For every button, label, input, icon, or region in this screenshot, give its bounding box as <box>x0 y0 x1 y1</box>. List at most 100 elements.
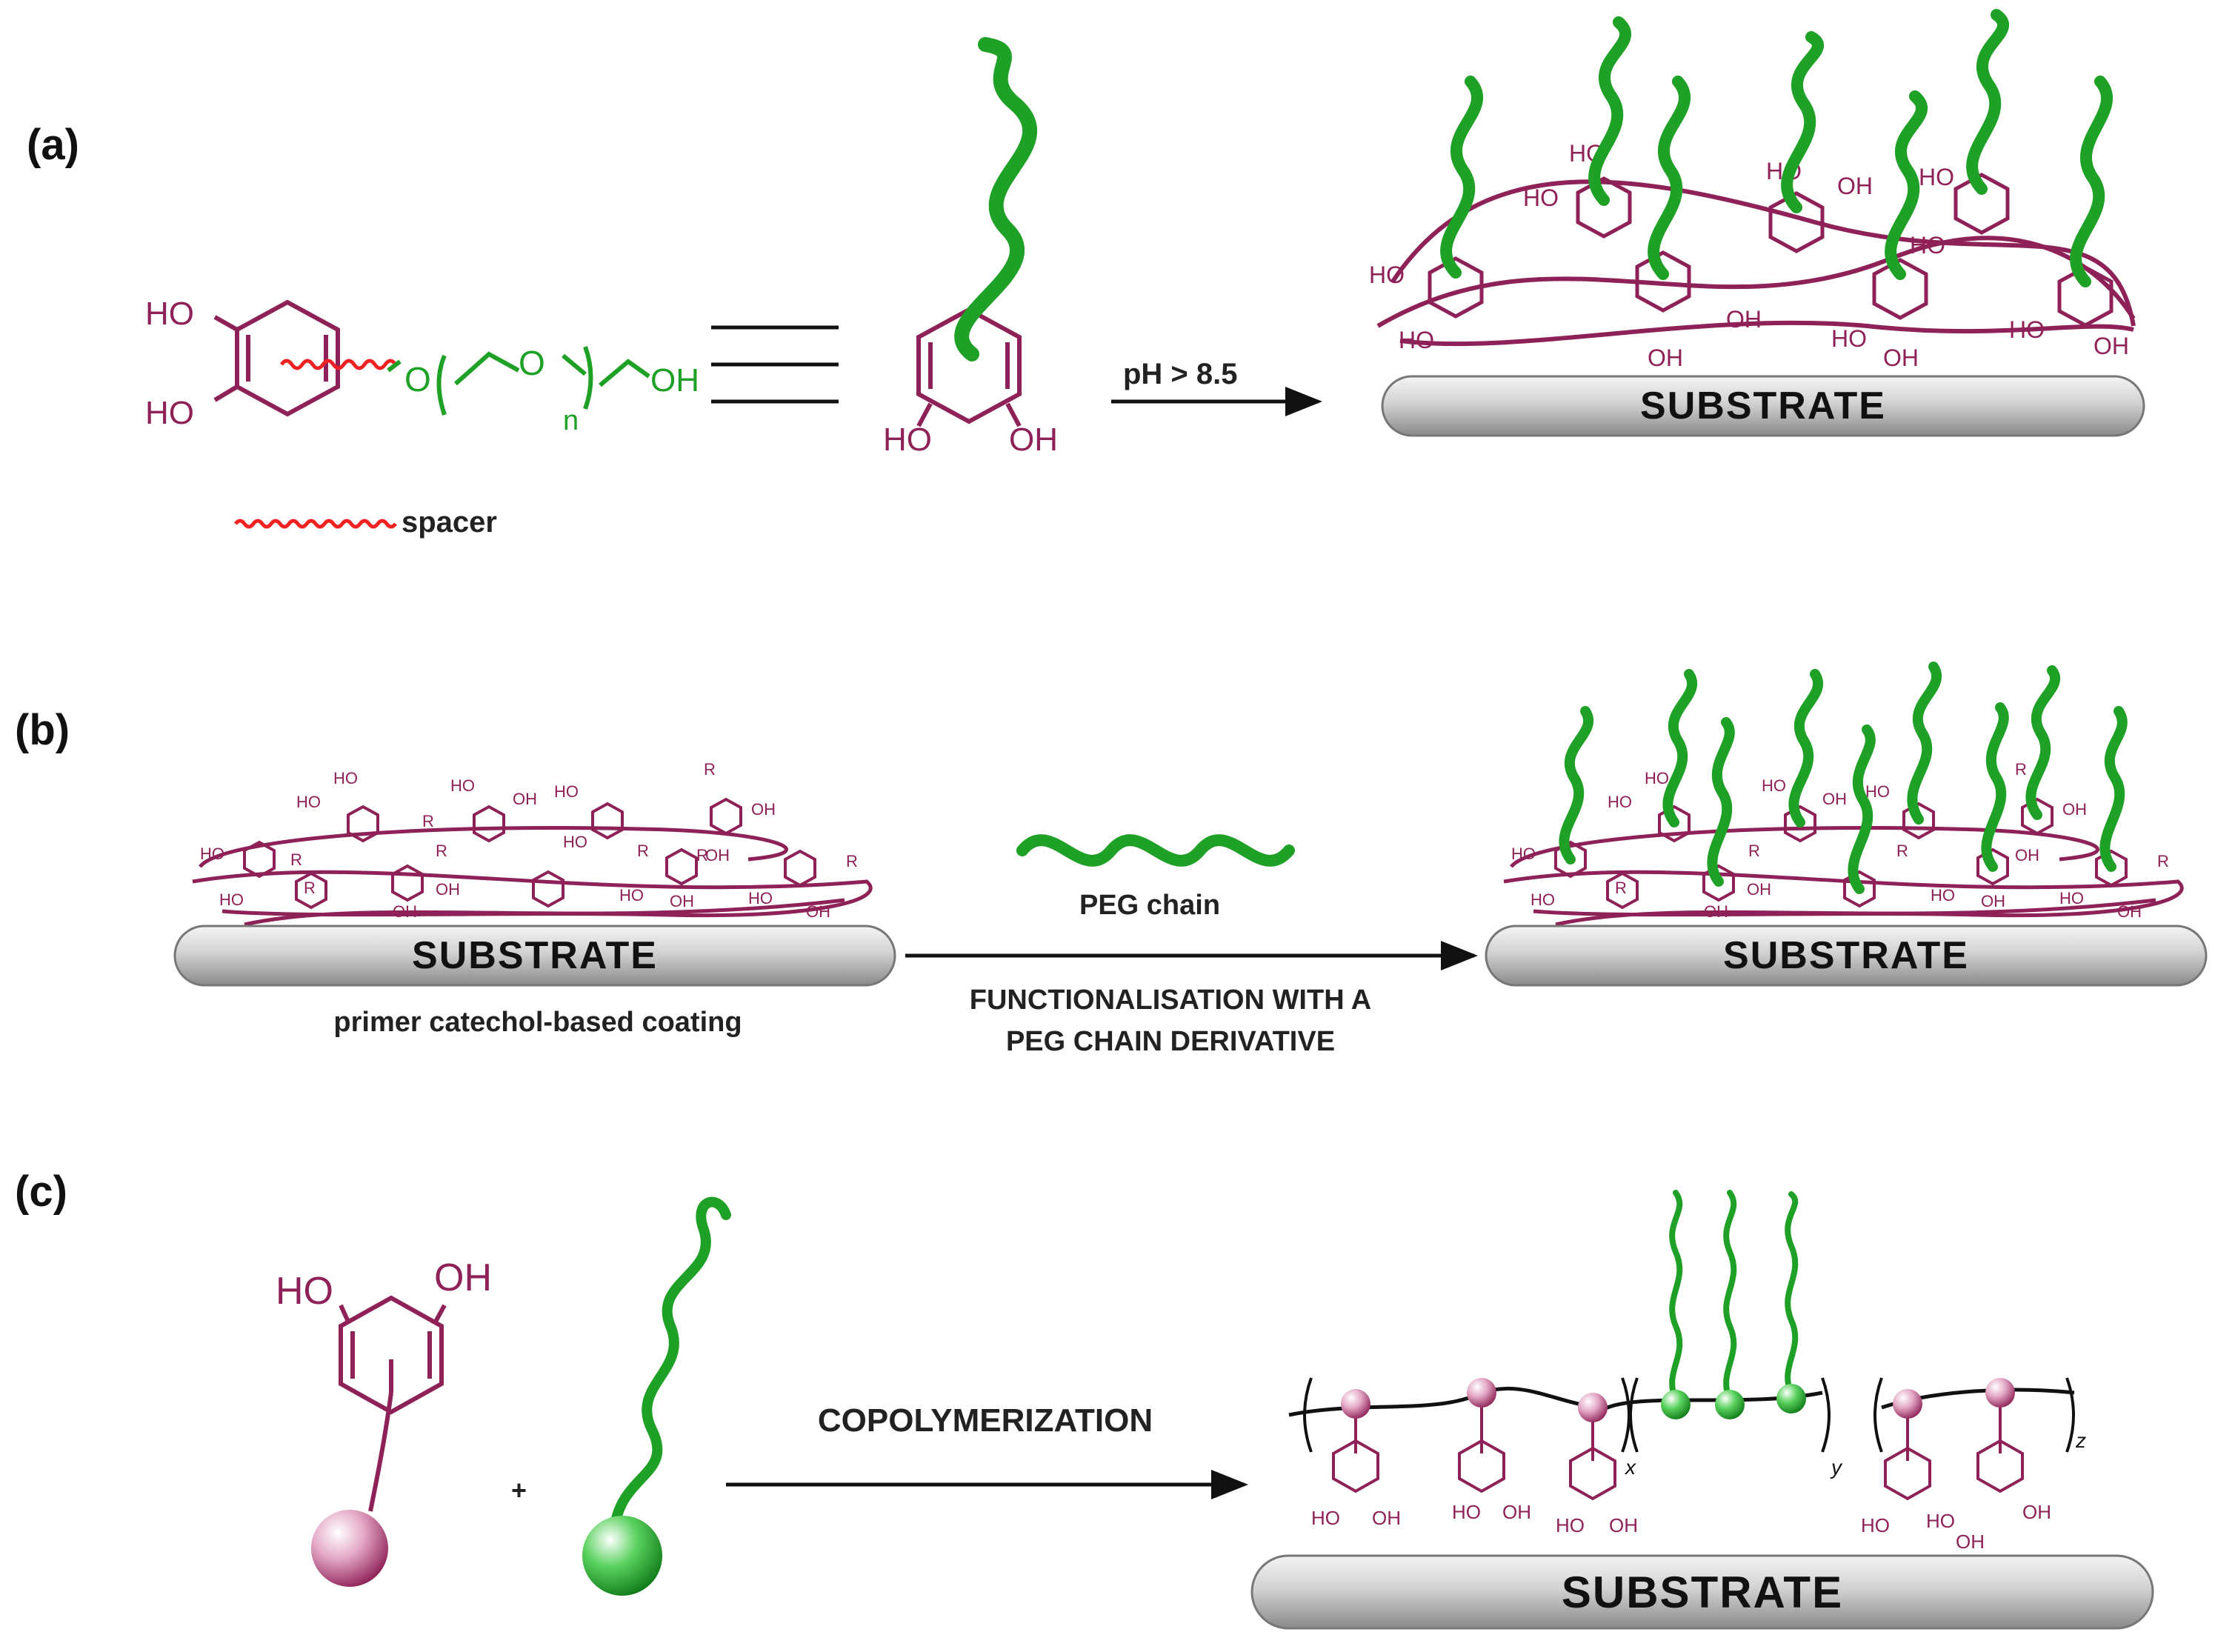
ho-label: HO <box>619 886 644 905</box>
substrate-label: SUBSTRATE <box>1640 384 1886 427</box>
functionalised-coating: HO HO HO OH HO R OH HO HO R R OH R R OH … <box>1485 662 2208 987</box>
polymer-strand <box>244 898 845 927</box>
bracket <box>1621 1377 1631 1453</box>
r-label: R <box>290 850 302 869</box>
ho-label: HO <box>1910 232 1945 259</box>
green-unit <box>1715 1390 1745 1419</box>
ho-label: HO <box>1369 262 1405 288</box>
polymer-strand <box>1510 825 2099 868</box>
ether-o: O <box>404 360 431 399</box>
r-label: R <box>1748 842 1760 860</box>
polymer-strand <box>1390 179 2136 327</box>
peg-chain <box>1781 31 1824 213</box>
pink-monomer-ball <box>311 1510 388 1587</box>
bracket-left <box>436 354 447 416</box>
green-unit <box>1776 1384 1806 1413</box>
benzene-ring <box>347 805 379 843</box>
peg-chain <box>1559 706 1594 865</box>
r-label: R <box>696 846 708 865</box>
peg-side-chain <box>1785 1191 1799 1397</box>
ho-label: HO <box>1511 845 1536 863</box>
pink-unit <box>1985 1378 2015 1408</box>
pink-unit <box>1341 1389 1370 1419</box>
peg-chain <box>2025 665 2061 820</box>
benzene-ring <box>710 797 742 836</box>
polymer-strand <box>1555 898 2156 927</box>
ho-label: HO <box>1861 1514 1890 1536</box>
benzene-ring <box>473 805 505 843</box>
ho-label: HO <box>1530 890 1555 909</box>
pink-unit <box>1467 1378 1496 1408</box>
benzene-ring <box>1884 1446 1931 1501</box>
ho-label: HO <box>200 845 224 863</box>
ho-label: HO <box>145 395 194 431</box>
benzene-ring <box>1843 870 1876 908</box>
ho-label: HO <box>563 833 587 851</box>
benzene-ring <box>1658 805 1691 843</box>
ho-label: HO <box>145 296 194 332</box>
panel-c-label: (c) <box>15 1168 67 1216</box>
benzene-ring <box>591 802 624 840</box>
ho-label: HO <box>276 1270 333 1313</box>
ho-label: HO <box>296 793 321 811</box>
oh-label: OH <box>1372 1507 1401 1529</box>
oh-label: OH <box>393 902 417 921</box>
ho-label: HO <box>748 889 773 907</box>
ho-label: HO <box>1831 325 1867 352</box>
peg-chain-legend <box>1016 834 1295 867</box>
peg-chain-label: PEG chain <box>1079 890 1220 921</box>
ho-label: HO <box>1523 184 1559 211</box>
linker <box>368 1392 393 1512</box>
ho-label: HO <box>1556 1514 1585 1536</box>
benzene-ring <box>1428 256 1484 319</box>
ho-label: HO <box>1919 164 1954 190</box>
ho-label: HO <box>883 422 932 458</box>
pink-unit <box>1578 1393 1608 1422</box>
spacer-legend-squiggle <box>234 519 397 529</box>
oh-label: OH <box>1502 1501 1531 1523</box>
r-label: R <box>637 842 649 860</box>
substrate-label: SUBSTRATE <box>412 934 658 977</box>
peg-chain <box>1848 725 1876 894</box>
oh-label: OH <box>2062 800 2087 819</box>
peg-chain <box>1648 76 1691 280</box>
r-label: R <box>2157 852 2169 870</box>
plus-sign: + <box>511 1475 527 1505</box>
peg-chain <box>2099 706 2128 872</box>
ho-label: HO <box>1452 1501 1481 1523</box>
green-monomer-ball <box>582 1516 662 1596</box>
benzene-ring <box>2021 797 2054 836</box>
peg-chain <box>1966 9 2009 195</box>
benzene-ring <box>2095 849 2128 887</box>
benzene-ring <box>339 1295 444 1415</box>
oh-label: OH <box>1883 344 1919 371</box>
oh-label: OH <box>1837 173 1873 199</box>
ho-label: HO <box>1645 769 1669 787</box>
subscript-z: z <box>2075 1429 2086 1452</box>
bracket <box>1821 1377 1831 1453</box>
subscript-y: y <box>1830 1456 1843 1479</box>
r-label: R <box>1615 879 1627 897</box>
arrow-label: pH > 8.5 <box>1123 358 1238 390</box>
peg-side-chain <box>1723 1190 1737 1403</box>
benzene-ring <box>532 870 564 908</box>
equivalence-symbol <box>711 325 839 404</box>
peg-chain <box>1588 16 1631 206</box>
pink-unit <box>1893 1389 1922 1419</box>
coated-substrate-a: HO HO HO HO OH OH HO OH HO OH HO HO HO O… <box>1369 9 2145 437</box>
oh-label: OH <box>1956 1531 1985 1553</box>
benzene-ring <box>1458 1439 1505 1493</box>
bracket <box>2065 1377 2075 1453</box>
benzene-ring <box>1576 176 1632 239</box>
oh-label: OH <box>1981 892 2005 910</box>
benzene-ring <box>1953 173 2010 235</box>
r-label: R <box>422 812 434 830</box>
r-label: R <box>304 879 316 897</box>
substrate-bar <box>1485 925 2208 987</box>
peg-chain <box>1981 702 2009 872</box>
benzene-ring <box>235 299 340 417</box>
panel-a: (a) HO HO O O n OH spacer <box>27 9 2145 539</box>
oh-label: OH <box>670 892 694 910</box>
ether-o: O <box>519 344 545 382</box>
bond <box>454 351 520 386</box>
